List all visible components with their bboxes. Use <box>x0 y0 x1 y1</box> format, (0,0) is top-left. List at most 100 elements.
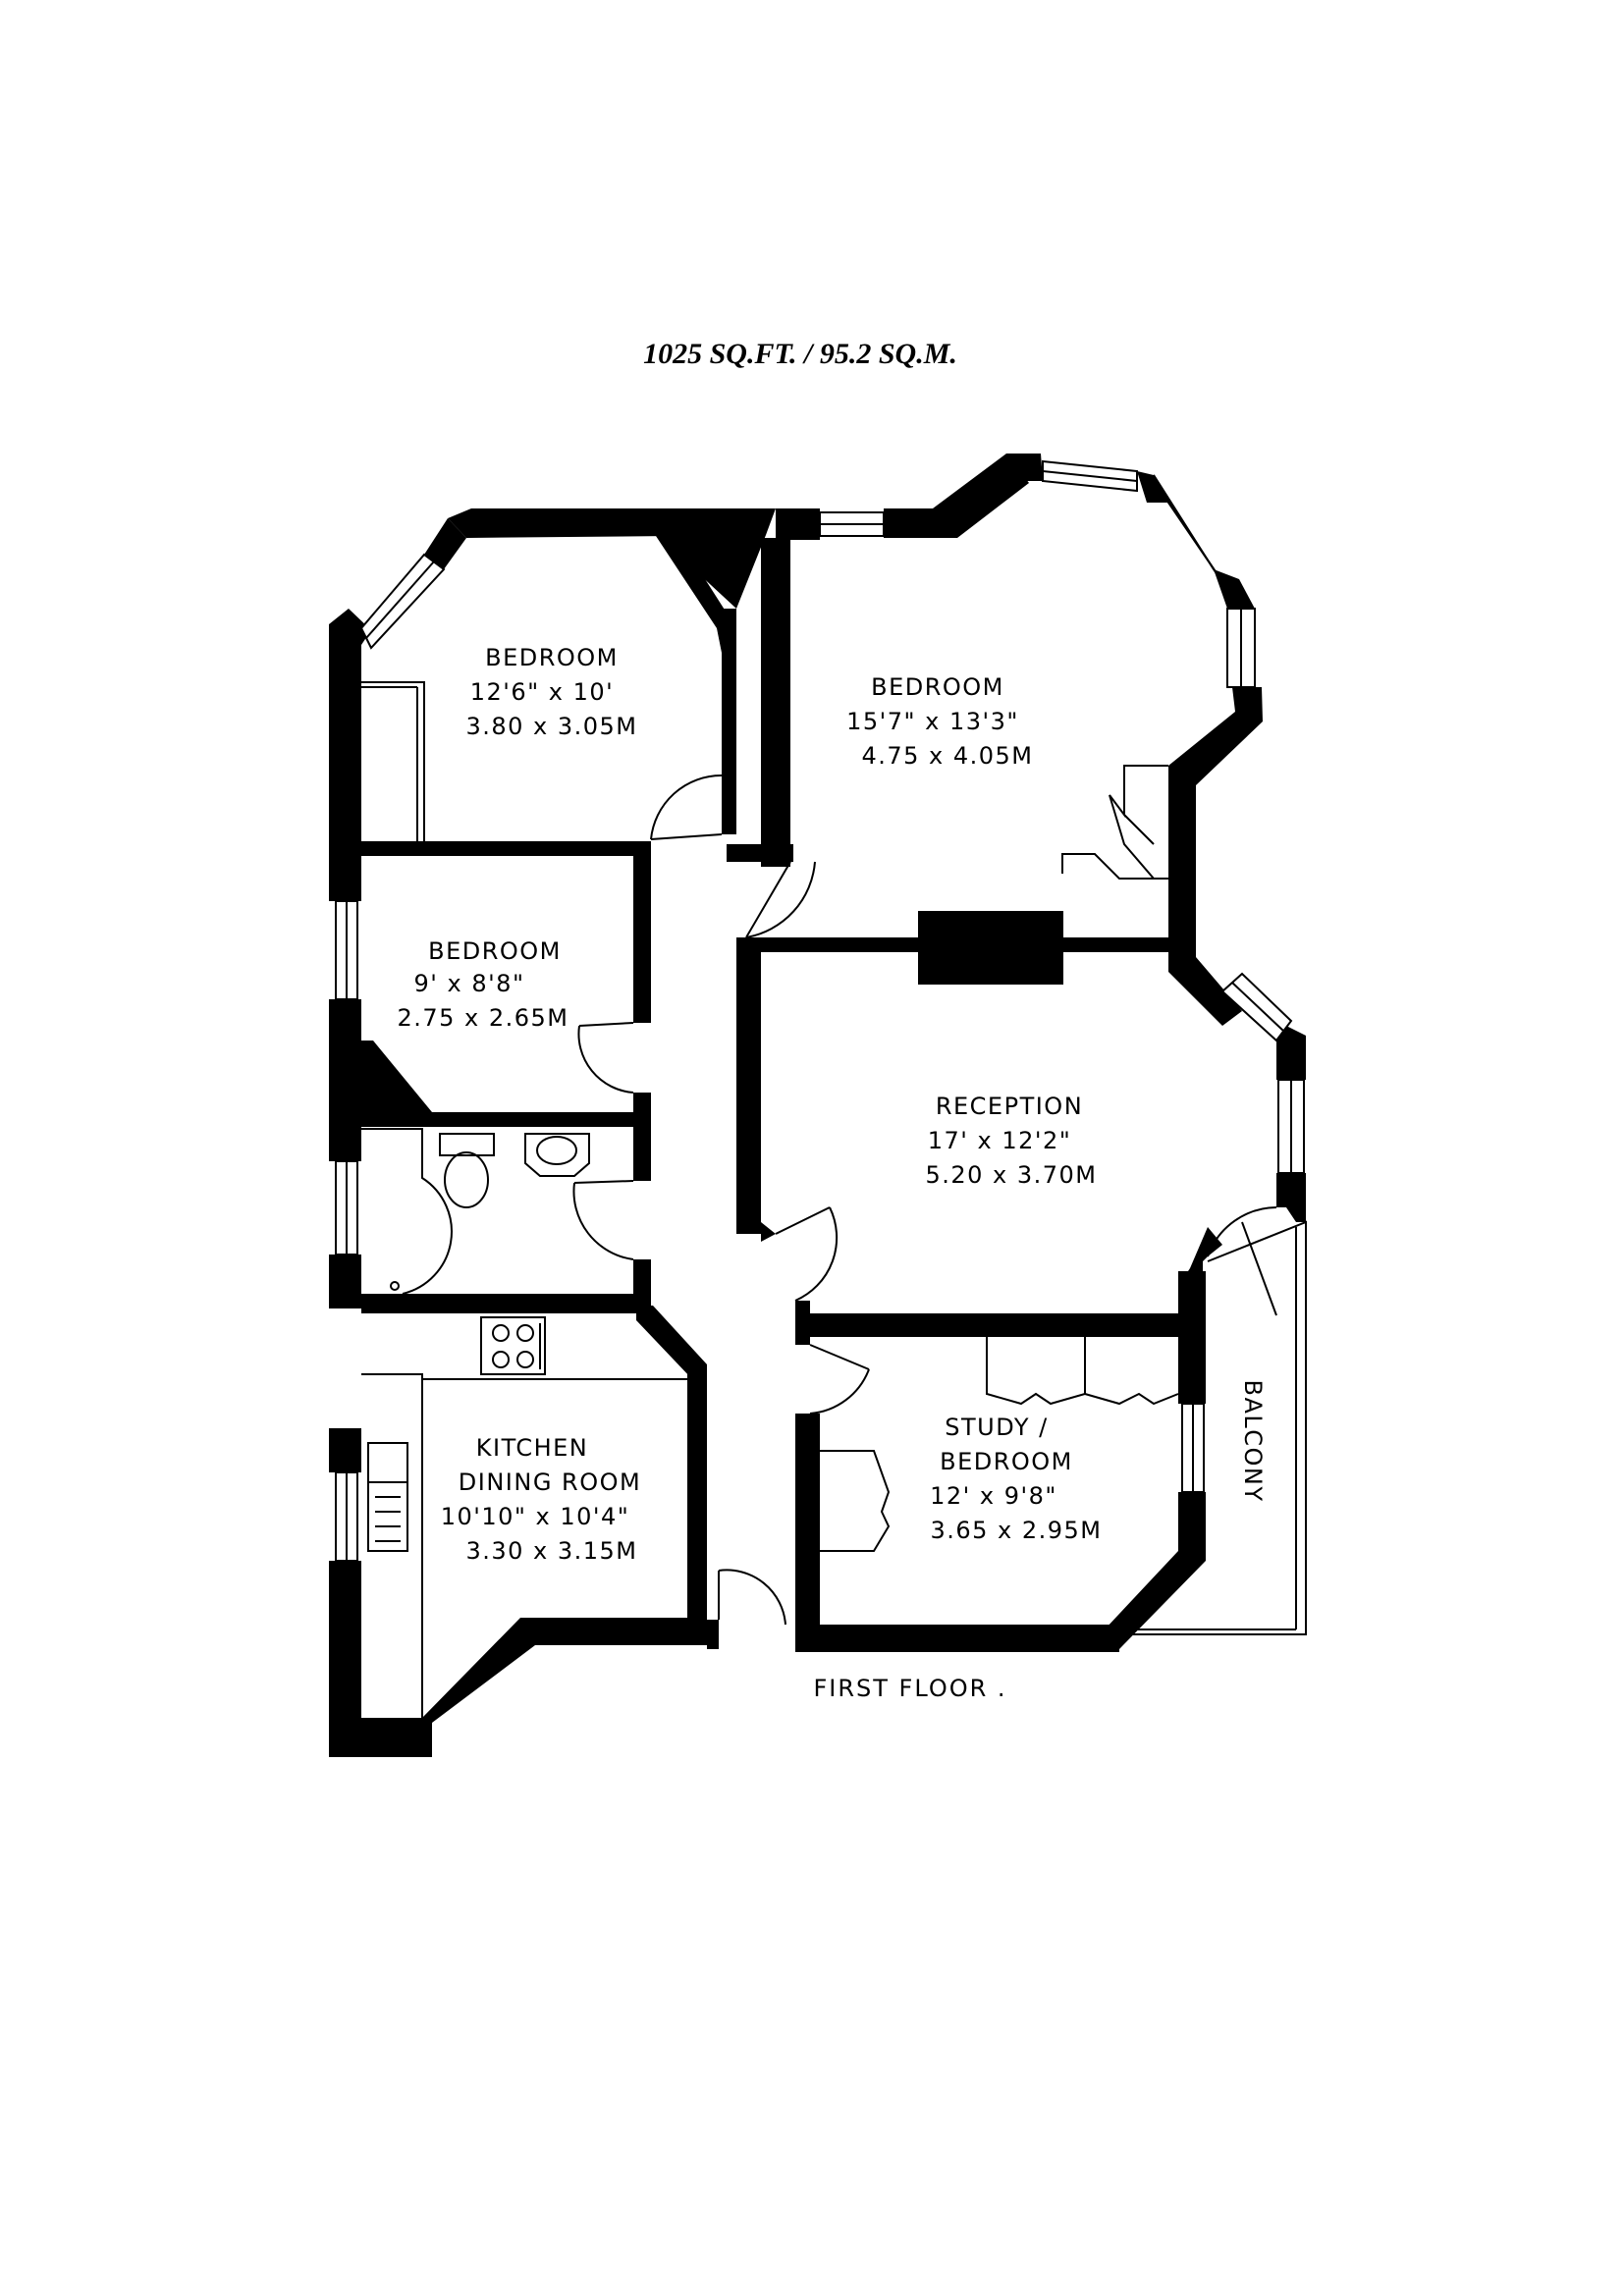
balcony-outline <box>1119 1220 1307 1635</box>
outer-wall-bay-ne-2 <box>1214 569 1255 609</box>
wall-bathroom-east-upper <box>633 1127 651 1181</box>
wall-kitchen-east <box>687 1369 707 1629</box>
outer-wall-bay-east-cap <box>1276 1021 1306 1080</box>
wall-bathroom-east-lower <box>633 1259 651 1304</box>
wall-bedroom3-bottom <box>361 1112 651 1127</box>
wardrobe-study-west <box>820 1450 891 1552</box>
kitchen-imperial: 10'10" x 10'4" <box>441 1503 630 1530</box>
bedroom1-name: BEDROOM <box>485 644 619 671</box>
door-balcony-swing <box>1207 1206 1277 1257</box>
outer-wall-bottom-left <box>329 1718 432 1757</box>
shower-head-icon <box>390 1281 400 1291</box>
wardrobe-bedroom1 <box>361 681 425 844</box>
wall-reception-west-cap <box>761 1222 776 1242</box>
door-bedroom1-leaf <box>650 833 723 840</box>
door-bedroom3-swing <box>577 1025 634 1094</box>
outer-wall-left-mid <box>329 999 361 1161</box>
bedroom2-name: BEDROOM <box>871 673 1004 701</box>
door-bedroom3-leaf <box>578 1022 634 1027</box>
wall-reception-west <box>736 937 761 1234</box>
wall-study-top <box>810 1313 1203 1337</box>
bedroom1-metric: 3.80 x 3.05M <box>465 713 637 740</box>
kitchen-name2: DINING ROOM <box>459 1468 641 1496</box>
wardrobe-bedroom2-lower <box>1061 853 1168 880</box>
bedroom2-metric: 4.75 x 4.05M <box>861 742 1033 770</box>
outer-wall-diag-nw <box>424 518 466 569</box>
wall-study-west-top <box>795 1301 810 1345</box>
outer-wall-left-upper <box>329 624 361 901</box>
wall-reception-top-left <box>736 937 918 952</box>
toilet-bowl-icon <box>444 1151 489 1208</box>
hob-icon <box>480 1316 546 1375</box>
reception-name: RECEPTION <box>936 1093 1083 1120</box>
door-bathroom-leaf <box>573 1180 634 1184</box>
wall-bedroom1-right <box>722 609 736 834</box>
door-reception-swing <box>794 1206 839 1302</box>
door-bedroom2-leaf <box>745 861 791 938</box>
floor-label: FIRST FLOOR . <box>813 1675 1006 1702</box>
door-kitchen-swing <box>718 1569 786 1626</box>
door-balcony-leaf <box>1241 1221 1277 1316</box>
total-area-title: 1025 SQ.FT. / 95.2 SQ.M. <box>643 338 957 370</box>
wall-study-bottom <box>795 1625 1119 1652</box>
chimney-breast <box>918 911 1063 985</box>
door-study-leaf <box>809 1344 870 1370</box>
wall-study-east-lower <box>1178 1492 1206 1561</box>
outer-wall-bay-ne-1 <box>1137 471 1168 503</box>
shower-screen-icon <box>361 1128 453 1295</box>
wall-kitchen-door-jamb <box>707 1620 719 1649</box>
door-reception-leaf <box>775 1206 831 1235</box>
sink-drainer-icon <box>367 1481 408 1552</box>
study-name2: BEDROOM <box>940 1448 1073 1475</box>
door-bedroom2-swing <box>745 861 816 938</box>
outer-wall-top-bay-left <box>884 454 1029 538</box>
kitchen-counter-top <box>361 1373 687 1380</box>
wall-bathroom-bottom <box>361 1294 651 1313</box>
wall-bedroom3-top <box>361 841 651 856</box>
wall-study-west <box>795 1414 820 1639</box>
wall-study-ne <box>1178 1271 1206 1320</box>
kitchen-name: KITCHEN <box>476 1434 589 1462</box>
room-labels: BEDROOM 12'6" x 10' 3.80 x 3.05M BEDROOM… <box>397 644 1267 1565</box>
outer-wall-bay-east-low <box>1276 1173 1306 1222</box>
window-bedroom1-nw <box>359 553 446 650</box>
wall-study-diag-se <box>1105 1551 1206 1649</box>
walls <box>329 454 1306 1757</box>
outer-wall-left-lower <box>329 1428 361 1472</box>
wardrobe-study-left <box>986 1337 1086 1406</box>
study-name: STUDY / <box>945 1414 1049 1441</box>
sink-bowl-icon <box>367 1442 408 1483</box>
wall-kitchen-diag-ne <box>636 1306 707 1379</box>
outer-wall-reception-ne <box>1168 933 1242 1026</box>
bedroom1-imperial: 12'6" x 10' <box>470 678 615 706</box>
outer-wall-left-wc <box>329 1255 361 1308</box>
doors <box>572 774 1277 1626</box>
window-bedroom1-nw-glaze <box>365 561 435 639</box>
wall-study-east-upper <box>1178 1320 1206 1404</box>
door-bedroom1-swing <box>650 774 723 840</box>
wall-bedroom3-east-stub <box>633 1093 651 1112</box>
door-study-swing <box>809 1368 870 1415</box>
wardrobe-study-right <box>1084 1392 1179 1406</box>
kitchen-metric: 3.30 x 3.15M <box>465 1537 637 1565</box>
study-metric: 3.65 x 2.95M <box>930 1517 1102 1544</box>
study-imperial: 12' x 9'8" <box>930 1482 1057 1510</box>
bedroom3-name: BEDROOM <box>428 937 562 965</box>
wall-central-spine-upper <box>761 538 790 867</box>
reception-imperial: 17' x 12'2" <box>928 1127 1072 1154</box>
balcony-name: BALCONY <box>1239 1379 1267 1502</box>
fixtures <box>361 681 1307 1718</box>
bedroom3-imperial: 9' x 8'8" <box>413 970 524 997</box>
outer-wall-top-left <box>448 508 673 538</box>
wall-bedroom3-diag-sw <box>361 1041 432 1112</box>
bedroom3-metric: 2.75 x 2.65M <box>397 1004 568 1032</box>
outer-wall-top-bay-cap <box>1006 454 1043 481</box>
toilet-cistern-icon <box>439 1133 495 1156</box>
windows <box>335 459 1305 1562</box>
wall-spine-stub <box>727 844 793 862</box>
reception-metric: 5.20 x 3.70M <box>925 1161 1097 1189</box>
outer-wall-bedroom2-east <box>1168 687 1263 933</box>
bedroom2-imperial: 15'7" x 13'3" <box>846 708 1019 735</box>
basin-icon <box>524 1133 590 1177</box>
